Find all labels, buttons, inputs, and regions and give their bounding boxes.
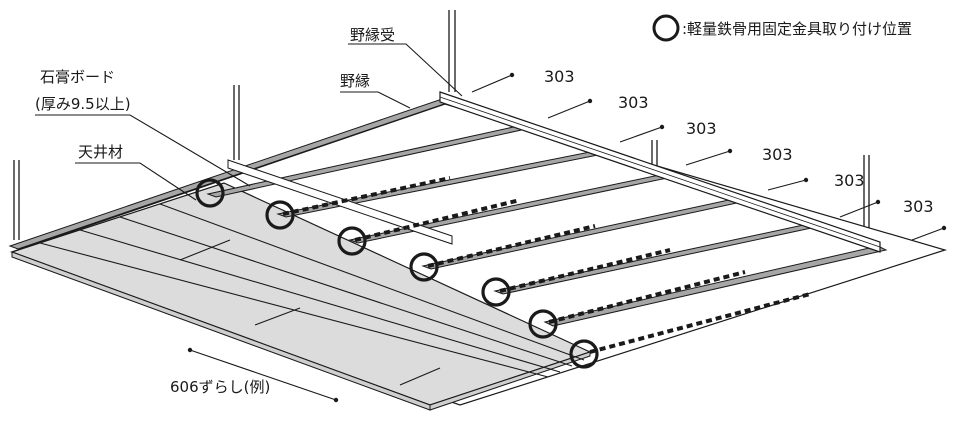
legend: :軽量鉄骨用固定金具取り付け位置 (652, 14, 912, 42)
carrying-channel (227, 91, 881, 253)
board-joints (39, 203, 585, 386)
leader-lines (35, 43, 463, 201)
fixing-marker (528, 309, 558, 339)
label-gypsum-board: 石膏ボード (40, 68, 115, 86)
fastening-lines (282, 176, 811, 354)
fixing-markers (195, 178, 599, 369)
fixing-marker (569, 339, 599, 369)
spacing-dimension (471, 72, 947, 241)
fixing-marker (409, 252, 439, 282)
fixing-marker (265, 200, 295, 230)
dimension-label: 303 (762, 145, 793, 164)
legend-text: :軽量鉄骨用固定金具取り付け位置 (682, 20, 912, 38)
dimension-label: 303 (903, 197, 934, 216)
legend-marker (652, 14, 680, 42)
label-offset: 606ずらし(例) (170, 378, 270, 396)
dimension-label: 303 (686, 119, 717, 138)
label-noen-uke: 野縁受 (350, 26, 395, 44)
hanging-bolts (13, 10, 870, 240)
label-noen: 野縁 (340, 72, 370, 90)
label-ceiling: 天井材 (78, 143, 123, 161)
dimension-label: 303 (834, 171, 865, 190)
label-gypsum-thickness: (厚み9.5以上) (35, 95, 131, 113)
dimension-label: 303 (618, 93, 649, 112)
joists (8, 97, 888, 327)
fixing-marker (195, 178, 225, 208)
dimension-label: 303 (544, 67, 575, 86)
fixing-marker (337, 226, 367, 256)
offset-dimension (187, 347, 339, 403)
fixing-marker (481, 277, 511, 307)
